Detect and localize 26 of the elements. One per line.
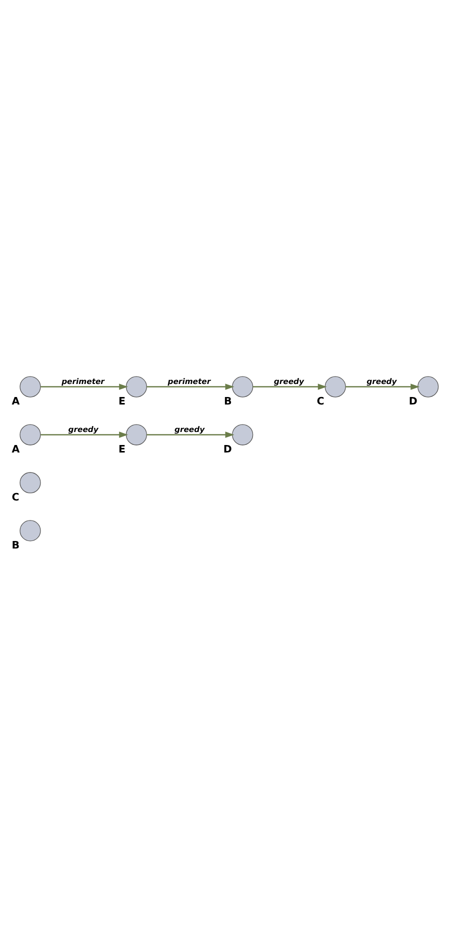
node-label: B <box>12 540 20 552</box>
node-circle <box>126 376 147 398</box>
node-label: D <box>223 444 232 456</box>
node-circle <box>232 376 254 398</box>
node-circle <box>20 520 41 542</box>
node-circle <box>20 376 41 398</box>
node-circle <box>324 376 346 398</box>
node-label: A <box>12 396 20 408</box>
node-circle <box>20 424 41 446</box>
node-label: D <box>408 396 418 408</box>
arrow <box>40 384 128 390</box>
node-circle <box>418 376 439 398</box>
arrow <box>146 384 234 390</box>
node-label: B <box>224 396 232 408</box>
node-label: C <box>316 396 324 408</box>
node-label: C <box>12 492 20 504</box>
node-label: E <box>118 444 126 456</box>
node-label: A <box>12 444 20 456</box>
node-circle <box>20 472 41 494</box>
arrow <box>146 432 234 438</box>
node-circle <box>126 424 147 446</box>
node-circle <box>232 424 254 446</box>
node-label: E <box>118 396 126 408</box>
arrow <box>252 384 327 390</box>
arrow <box>40 432 128 438</box>
arrow <box>346 384 420 390</box>
